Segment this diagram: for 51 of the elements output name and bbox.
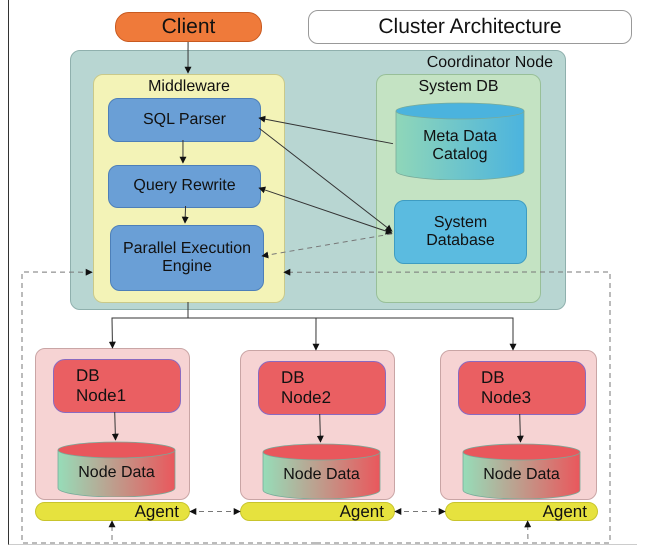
arrow: [179, 140, 186, 164]
arrow: [112, 412, 119, 441]
process-box: [108, 165, 261, 208]
node-container: [240, 350, 395, 500]
db-node-box: [258, 361, 386, 415]
arrow: [182, 206, 189, 224]
process-box: [110, 225, 264, 291]
arrow: [258, 128, 393, 232]
panel-heading: Coordinator Node: [426, 54, 553, 72]
dashed-arrow: [261, 233, 392, 258]
panel-heading: System DB: [417, 78, 500, 96]
dashed-arrow: [22, 268, 316, 544]
client-label: Client: [162, 14, 216, 38]
dashed-arrow: [283, 268, 610, 544]
system-db-panel: [376, 74, 541, 303]
agent-pill: [35, 502, 190, 521]
process-box: [108, 98, 261, 142]
arrow: [258, 116, 394, 144]
title-box: [308, 10, 632, 44]
middleware-panel: [93, 74, 285, 303]
cylinder-label: Node Data: [283, 466, 360, 483]
cylinder-label: Meta Data Catalog: [423, 128, 497, 163]
arrow: [258, 186, 393, 234]
cylinder-label: Node Data: [78, 464, 155, 481]
box-label: DB Node3: [481, 368, 532, 407]
arrow: [516, 414, 524, 443]
dashed-arrow: [189, 508, 241, 515]
box-label: SQL Parser: [143, 110, 226, 128]
node-container: [440, 350, 597, 500]
arrow: [184, 42, 192, 74]
panel-heading: Middleware: [147, 78, 231, 96]
agent-pill: [445, 502, 598, 521]
arrow: [316, 414, 324, 443]
node-container: [35, 348, 190, 500]
box-label: Cluster Architecture: [378, 14, 562, 38]
client-pill: [115, 12, 262, 42]
db-node-box: [458, 361, 586, 415]
coordinator-panel: [70, 50, 566, 310]
box-label: DB Node2: [281, 368, 332, 407]
agent-label: Agent: [134, 502, 179, 520]
box-label: DB Node1: [76, 366, 126, 405]
dashed-arrow: [394, 508, 446, 515]
db-node-box: [53, 359, 181, 413]
cylinder-label: Node Data: [483, 466, 560, 483]
agent-pill: [240, 502, 395, 521]
box-label: System Database: [426, 214, 495, 249]
box-label: Query Rewrite: [133, 177, 236, 194]
agent-label: Agent: [340, 502, 384, 520]
database-box: [394, 200, 527, 264]
agent-label: Agent: [542, 502, 587, 520]
box-label: Parallel Execution Engine: [122, 240, 252, 275]
